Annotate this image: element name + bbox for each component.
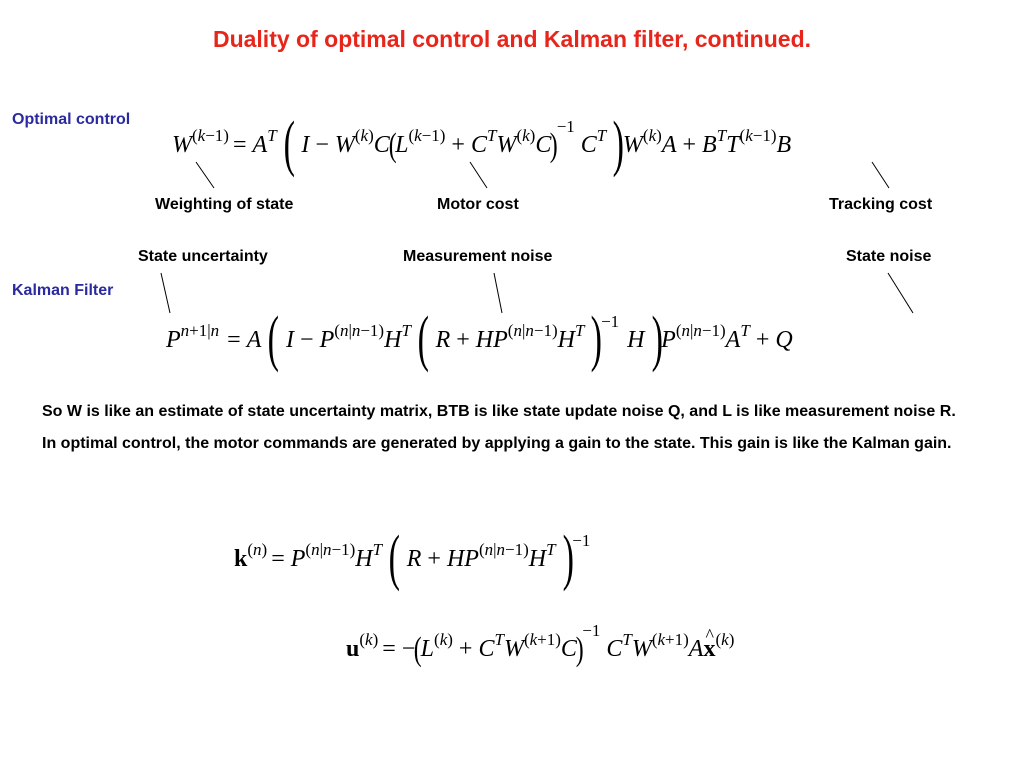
leader-state-uncertainty <box>160 272 171 314</box>
state-uncertainty-label: State uncertainty <box>138 248 268 265</box>
kalman-gain-equation: k(n)= P(n|n−1)HT(R + HP(n|n−1)HT)−1 <box>234 524 591 592</box>
weighting-of-state-label: Weighting of state <box>155 196 294 213</box>
motor-cost-label: Motor cost <box>437 196 519 213</box>
slide-title: Duality of optimal control and Kalman fi… <box>212 26 812 52</box>
motor-command-equation: u(k)= −(L(k) + CTW(k+1)C)−1 CTW(k+1)Ax^(… <box>346 621 735 668</box>
paragraph-2: In optimal control, the motor commands a… <box>42 435 952 452</box>
kalman-filter-label: Kalman Filter <box>12 282 114 299</box>
tracking-cost-label: Tracking cost <box>829 196 933 213</box>
measurement-noise-label: Measurement noise <box>403 248 553 265</box>
leader-state-noise <box>887 272 914 314</box>
optimal-control-label: Optimal control <box>12 111 131 128</box>
optimal-control-equation: W(k−1)= AT(I − W(k)C(L(k−1) + CTW(k)C)−1… <box>172 110 792 178</box>
leader-tracking <box>871 161 890 189</box>
kalman-filter-equation: Pn+1|n= A(I − P(n|n−1)HT(R + HP(n|n−1)HT… <box>166 305 793 373</box>
explanation-text: So W is like an estimate of state uncert… <box>42 400 982 464</box>
leader-measurement-noise <box>493 272 503 314</box>
state-noise-label: State noise <box>846 248 932 265</box>
paragraph-1: So W is like an estimate of state uncert… <box>42 403 956 420</box>
